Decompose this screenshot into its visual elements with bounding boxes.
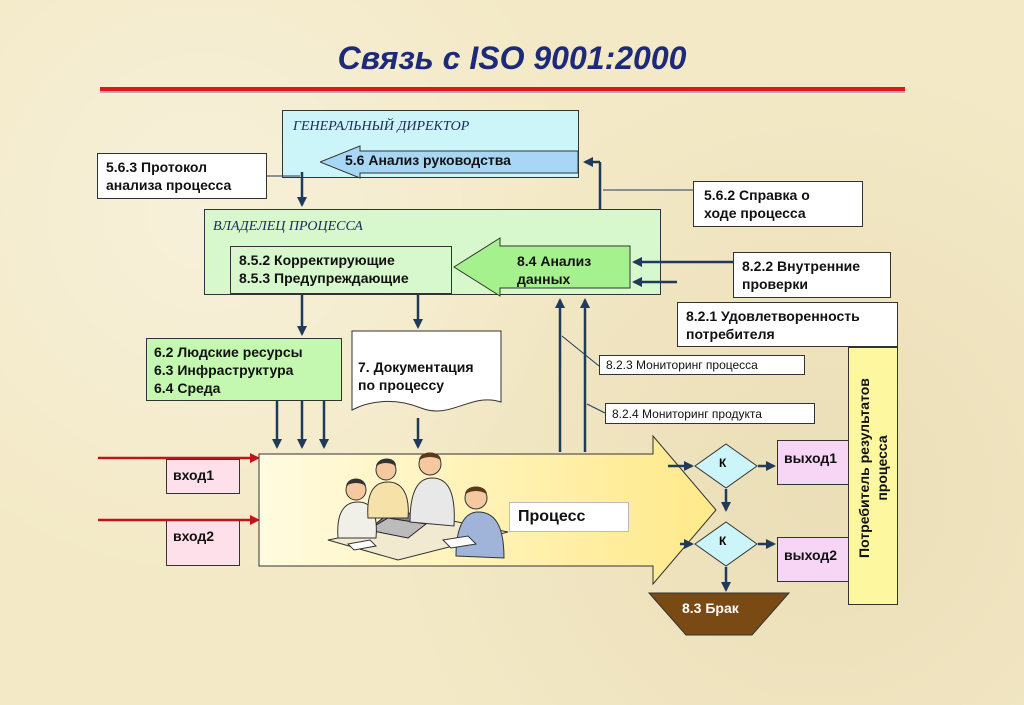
progress-report-line2: ходе процесса — [704, 205, 806, 221]
input1-box: вход1 — [166, 459, 240, 494]
corrective-actions-line1: 8.5.2 Корректирующие — [239, 252, 395, 268]
documentation-line2: по процессу — [358, 377, 445, 393]
corrective-actions-box: 8.5.2 Корректирующие 8.5.3 Предупреждающ… — [230, 246, 452, 294]
team-meeting-illustration — [327, 452, 509, 561]
management-analysis-arrow — [320, 145, 579, 179]
process-owner-label: ВЛАДЕЛЕЦ ПРОЦЕССА — [213, 219, 363, 234]
progress-report-line1: 5.6.2 Справка о — [704, 187, 810, 203]
general-director-label: ГЕНЕРАЛЬНЫЙ ДИРЕКТОР — [293, 119, 470, 134]
management-analysis-label: 5.6 Анализ руководства — [345, 152, 511, 168]
documentation-line1: 7. Документация — [358, 359, 474, 375]
control1-diamond — [694, 443, 758, 489]
customer-satisfaction-box: 8.2.1 Удовлетворенность потребителя — [677, 302, 898, 347]
process-monitoring-label: 8.2.3 Мониторинг процесса — [606, 358, 758, 372]
data-analysis-arrow — [453, 237, 631, 297]
control2-diamond — [694, 521, 758, 567]
product-monitoring-box: 8.2.4 Мониторинг продукта — [605, 403, 815, 424]
output1-box: выход1 — [777, 440, 853, 485]
process-monitoring-box: 8.2.3 Мониторинг процесса — [599, 355, 805, 375]
documentation-shape — [351, 330, 502, 412]
review-protocol-line1: 5.6.3 Протокол — [106, 159, 207, 175]
documentation-label: 7. Документация по процессу — [358, 358, 474, 394]
customer-satisfaction-line2: потребителя — [686, 326, 775, 342]
review-protocol-line2: анализа процесса — [106, 177, 232, 193]
data-analysis-label: 8.4 Анализ данных — [517, 252, 591, 288]
resources-line3: 6.4 Среда — [154, 380, 221, 396]
input2-label: вход2 — [173, 528, 215, 544]
page-title: Связь с ISO 9001:2000 — [337, 40, 687, 76]
resources-line2: 6.3 Инфраструктура — [154, 362, 294, 378]
control2-label: К — [719, 534, 727, 548]
input2-box: вход2 — [166, 520, 240, 566]
internal-audit-box: 8.2.2 Внутренние проверки — [733, 252, 891, 298]
output1-label: выход1 — [784, 450, 838, 466]
customer-satisfaction-line1: 8.2.1 Удовлетворенность — [686, 308, 860, 324]
input1-label: вход1 — [173, 467, 215, 483]
corrective-actions-line2: 8.5.3 Предупреждающие — [239, 270, 409, 286]
process-label: Процесс — [518, 508, 586, 525]
internal-audit-line2: проверки — [742, 276, 808, 292]
process-label-box: Процесс — [509, 502, 629, 532]
output2-label: выход2 — [784, 547, 838, 563]
review-protocol-box: 5.6.3 Протокол анализа процесса — [97, 153, 267, 199]
resources-box: 6.2 Людские ресурсы 6.3 Инфраструктура 6… — [146, 338, 342, 401]
data-analysis-line1: 8.4 Анализ — [517, 253, 592, 269]
progress-report-box: 5.6.2 Справка о ходе процесса — [693, 181, 863, 227]
product-monitoring-label: 8.2.4 Мониторинг продукта — [612, 407, 762, 421]
internal-audit-line1: 8.2.2 Внутренние — [742, 258, 861, 274]
title-divider — [100, 87, 905, 91]
defect-label: 8.3 Брак — [682, 600, 739, 616]
resources-line1: 6.2 Людские ресурсы — [154, 344, 303, 360]
consumer-box — [848, 347, 898, 605]
data-analysis-line2: данных — [517, 271, 571, 287]
control1-label: К — [719, 456, 727, 470]
defect-shape — [648, 592, 790, 636]
